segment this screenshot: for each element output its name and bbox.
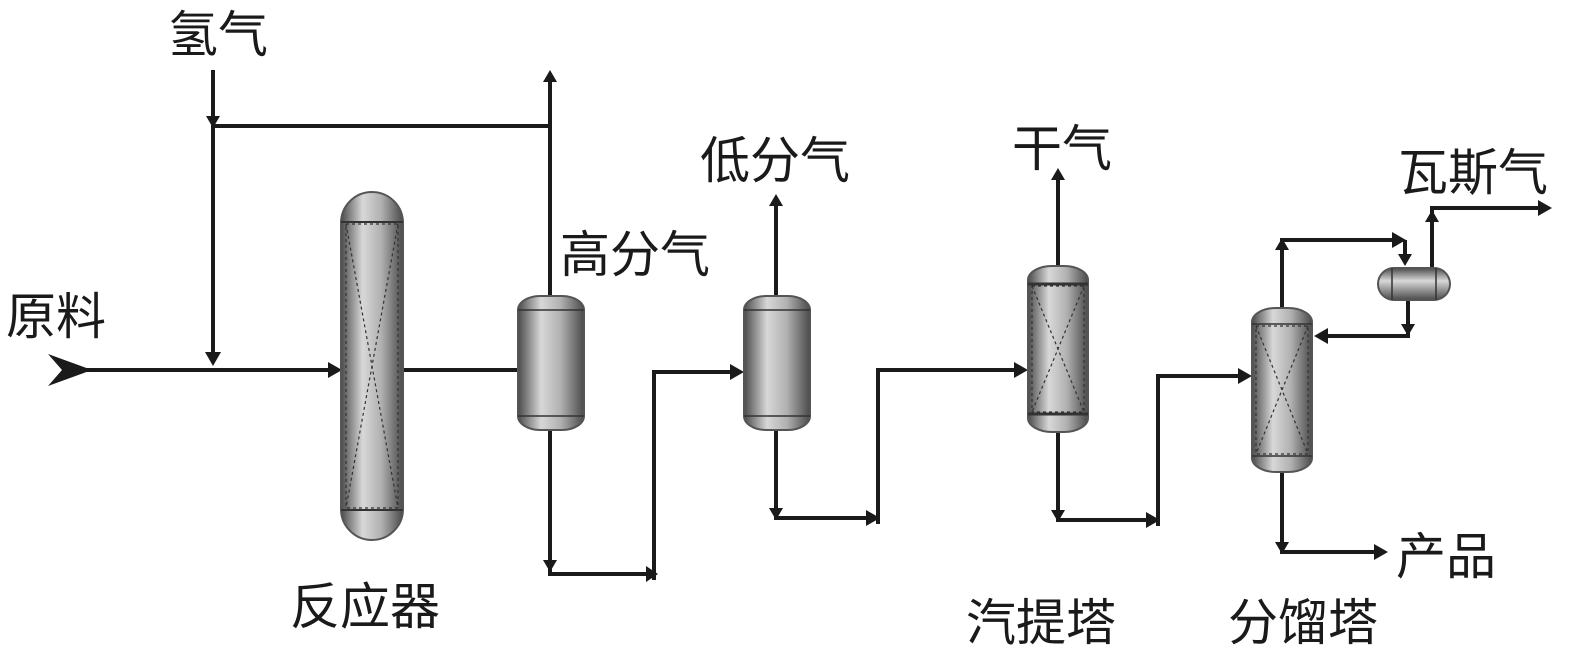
labels: 氢气 原料 高分气 低分气 干气 瓦斯气 产品 反应器 汽提塔 分馏塔 (6, 6, 1548, 652)
reflux-drum (1377, 267, 1451, 301)
hp-gas-label: 高分气 (560, 226, 710, 284)
fractionator-label: 分馏塔 (1228, 594, 1378, 652)
lp-to-stripper-arrow1 (866, 510, 880, 526)
hp-to-lp-line (652, 370, 736, 580)
stripper-bottom-line (1056, 430, 1152, 522)
stripper-to-fractionator-line (1156, 374, 1244, 526)
stripper-bottom-arrow (1051, 510, 1065, 522)
lp-to-stripper-line (876, 368, 1020, 524)
hydrogen-join-arrow (205, 352, 221, 366)
hydrogen-arrow (206, 116, 220, 128)
feed-label: 原料 (6, 288, 106, 346)
reflux-line (1322, 300, 1410, 338)
hp-liquid-line (548, 428, 650, 576)
stripper-label: 汽提塔 (966, 594, 1116, 652)
reflux-in-arrow (1314, 328, 1328, 344)
product-line (1280, 470, 1378, 554)
fractionator-vessel (1251, 307, 1313, 473)
feed-arrow (48, 354, 92, 386)
lp-liquid-line (774, 428, 872, 520)
hydrogen-label: 氢气 (168, 6, 268, 64)
gas-label: 瓦斯气 (1398, 144, 1548, 202)
condenser-arrow (1398, 254, 1412, 266)
hp-separator-vessel (517, 295, 585, 431)
reflux-down-arrow (1401, 324, 1415, 336)
stripper-to-frac-arrow1 (1146, 512, 1160, 528)
stripper-to-frac-arrow2 (1238, 368, 1252, 384)
hp-to-lp-arrow1 (646, 566, 658, 582)
product-out-arrow (1374, 544, 1388, 560)
lp-separator-vessel (743, 295, 811, 431)
overhead-right-arrow (1392, 232, 1406, 248)
overhead-up-arrow (1275, 238, 1289, 250)
product-label: 产品 (1396, 528, 1496, 586)
hp-liquid-arrow (543, 560, 557, 572)
stripper-vessel (1027, 265, 1089, 433)
lp-gas-label: 低分气 (700, 132, 850, 190)
lp-gas-arrow (769, 194, 783, 206)
reactor-vessel (340, 191, 404, 541)
gas-up-arrow (1425, 210, 1439, 222)
gas-outlet-line (1430, 206, 1540, 268)
lp-to-stripper-arrow2 (1014, 362, 1028, 378)
lp-liquid-arrow (769, 508, 783, 520)
gas-out-arrow (1538, 200, 1552, 216)
reactor-label: 反应器 (290, 578, 440, 636)
product-down-arrow (1275, 542, 1289, 554)
hp-to-lp-arrow2 (730, 364, 744, 380)
reactor-inlet-arrow (328, 362, 342, 378)
hp-gas-arrow (543, 70, 557, 82)
dry-gas-arrow (1051, 168, 1065, 180)
dry-gas-label: 干气 (1012, 120, 1112, 178)
arrows (48, 70, 1552, 582)
